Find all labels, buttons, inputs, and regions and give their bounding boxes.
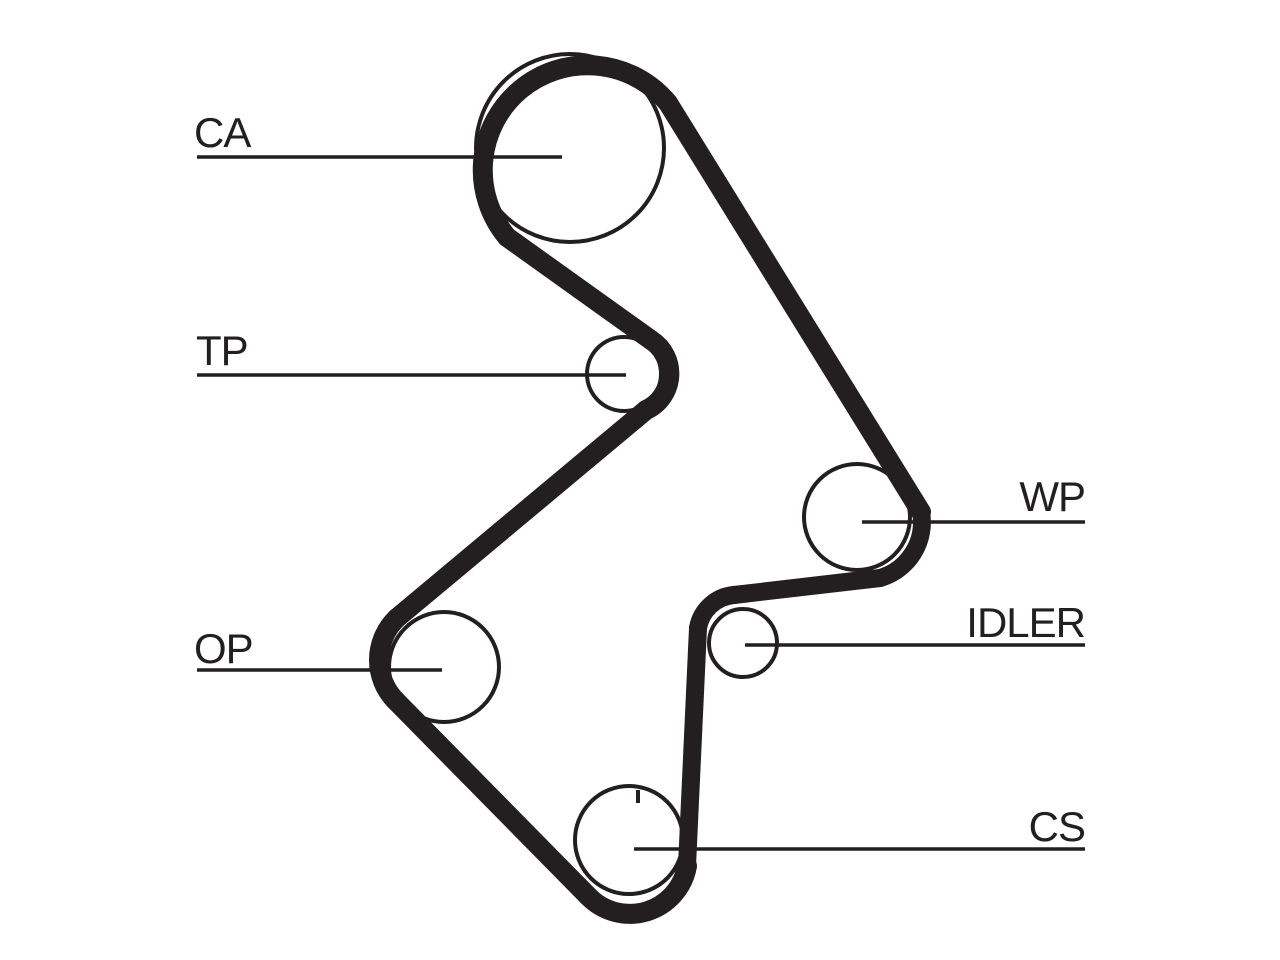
pulley-wp xyxy=(802,462,912,572)
pulley-cs xyxy=(573,784,685,896)
pulley-op xyxy=(387,610,501,724)
label-idler: IDLER xyxy=(966,599,1086,646)
belt-span-tp-op xyxy=(387,400,656,628)
belt-span-cs-idler xyxy=(678,619,707,875)
belt xyxy=(385,93,931,906)
label-tp: TP xyxy=(196,327,249,374)
belt-span-idler-wp xyxy=(725,569,889,604)
label-cs: CS xyxy=(1028,803,1086,850)
belt-wrap-idler xyxy=(689,586,743,637)
label-wp: WP xyxy=(1019,473,1086,520)
pulley-idler xyxy=(707,607,779,679)
belt-wrap-cs xyxy=(578,856,697,924)
pulley-ca xyxy=(474,52,666,244)
belt-wrap-tp xyxy=(636,330,680,420)
label-ca: CA xyxy=(194,109,251,156)
belt-span-ca-wp xyxy=(658,93,931,522)
belt-wrap-op xyxy=(369,608,407,710)
label-op: OP xyxy=(194,625,254,672)
belt-span-ca-tp xyxy=(497,227,661,350)
belt-span-op-cs xyxy=(385,690,598,906)
